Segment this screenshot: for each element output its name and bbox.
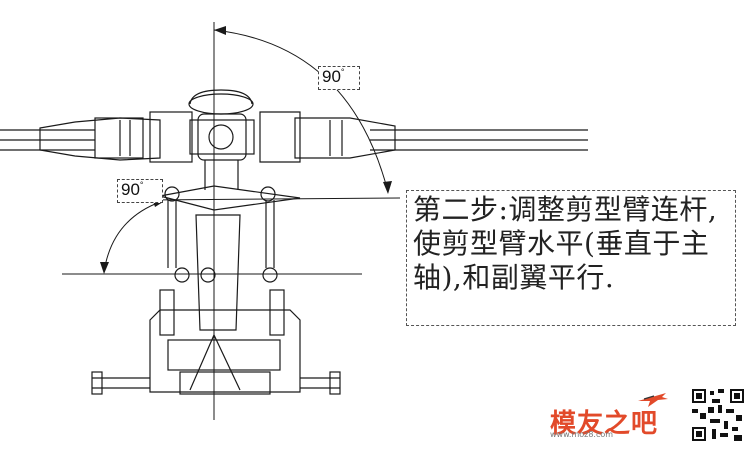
angle-left-unit: ° (139, 180, 144, 190)
site-watermark: 模友之吧 www.moz8.com (540, 385, 750, 449)
watermark-url: www.moz8.com (550, 430, 614, 439)
top-angle-arc (213, 29, 389, 193)
watermark-brand: 模友之吧 (550, 409, 659, 439)
right-blade-grip (259, 111, 588, 163)
rotor-hub (188, 89, 255, 190)
swashplate-plane-line (149, 197, 401, 201)
angle-top-unit: ° (340, 67, 345, 77)
angle-left-value: 90 (121, 180, 140, 199)
frame-base (91, 309, 341, 395)
left-arc-arrow-end (100, 262, 109, 274)
airplane-logo-icon (638, 393, 668, 407)
swashplate (159, 185, 301, 336)
left-blade-grip (0, 111, 193, 163)
angle-label-left: 90° (117, 179, 163, 203)
top-arc-arrow-end (383, 181, 392, 194)
left-angle-arc (103, 201, 161, 273)
instruction-note: 第二步:调整剪型臂连杆,使剪型臂水平(垂直于主轴),和副翼平行. (406, 190, 736, 326)
qr-code-icon (690, 387, 746, 443)
top-arc-arrow-start (214, 26, 226, 35)
angle-label-top: 90° (318, 66, 360, 90)
angle-top-value: 90 (322, 67, 341, 86)
